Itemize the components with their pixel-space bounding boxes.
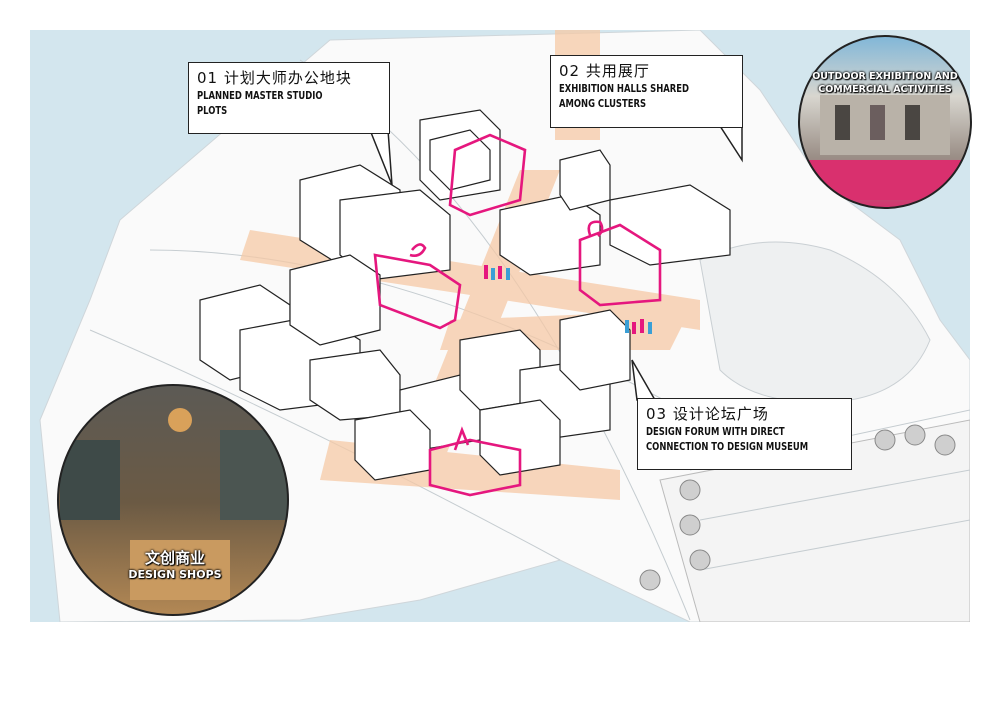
outdoor-label-line: COMMERCIAL ACTIVITIES — [818, 84, 952, 95]
highlighted-plots — [373, 133, 662, 497]
callout-text: DESIGN FORUM WITH DIRECT — [646, 425, 785, 438]
callout-text: CONNECTION TO DESIGN MUSEUM — [646, 440, 809, 453]
shops-label-cn: 文创商业 — [144, 549, 205, 567]
callout-text: EXHIBITION HALLS SHARED — [559, 82, 689, 95]
callout-title: 02 共用展厅 — [559, 62, 650, 80]
callout-text: PLANNED MASTER STUDIO — [197, 89, 323, 102]
shops-label-en: DESIGN SHOPS — [128, 568, 222, 581]
buildings — [199, 109, 731, 481]
callout-text: PLOTS — [197, 104, 228, 117]
callout-design-forum: 03 设计论坛广场 DESIGN FORUM WITH DIRECT CONNE… — [637, 398, 852, 470]
callout-pointers — [368, 125, 743, 401]
shops-photo — [57, 384, 289, 616]
callout-master-studio: 01 计划大师办公地块 PLANNED MASTER STUDIO PLOTS — [188, 62, 390, 134]
callout-title: 03 设计论坛广场 — [646, 405, 769, 423]
outdoor-photo-label: OUTDOOR EXHIBITION AND COMMERCIAL ACTIVI… — [805, 70, 965, 96]
callout-exhibition-halls: 02 共用展厅 EXHIBITION HALLS SHARED AMONG CL… — [550, 55, 743, 128]
existing-buildings — [659, 419, 970, 622]
people-icons — [484, 265, 652, 334]
trees — [639, 424, 956, 591]
callout-text: AMONG CLUSTERS — [559, 97, 647, 110]
callout-title: 01 计划大师办公地块 — [197, 69, 352, 87]
outdoor-label-line: OUTDOOR EXHIBITION AND — [812, 71, 958, 82]
shops-photo-label: 文创商业 DESIGN SHOPS — [100, 547, 250, 581]
